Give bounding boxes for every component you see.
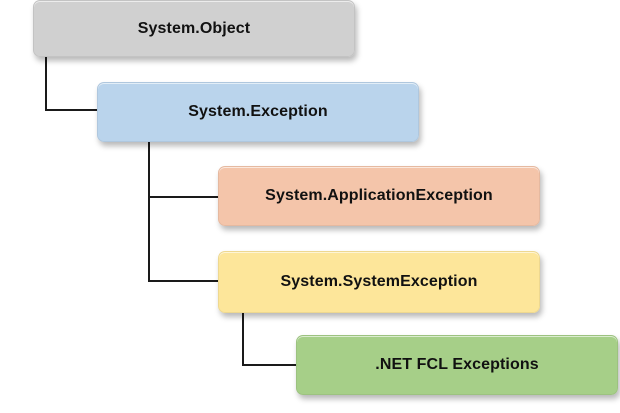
node-system-application-exception-label: System.ApplicationException (265, 187, 493, 204)
node-system-object: System.Object (33, 0, 355, 57)
connector-exception-application-horizontal (148, 196, 220, 198)
node-system-system-exception: System.SystemException (218, 251, 540, 313)
connector-exception-system-horizontal (148, 280, 220, 282)
node-net-fcl-exceptions: .NET FCL Exceptions (296, 335, 618, 395)
connector-system-fcl-vertical (242, 313, 244, 366)
node-system-application-exception: System.ApplicationException (218, 166, 540, 226)
node-system-exception-label: System.Exception (188, 103, 328, 120)
connector-system-fcl-horizontal (242, 364, 298, 366)
connector-exception-children-vertical (148, 142, 150, 282)
node-net-fcl-exceptions-label: .NET FCL Exceptions (375, 356, 539, 373)
connector-object-exception-horizontal (45, 109, 99, 111)
node-system-system-exception-label: System.SystemException (280, 273, 478, 290)
node-system-object-label: System.Object (137, 19, 251, 37)
connector-object-exception-vertical (45, 57, 47, 111)
node-system-exception: System.Exception (97, 82, 419, 142)
